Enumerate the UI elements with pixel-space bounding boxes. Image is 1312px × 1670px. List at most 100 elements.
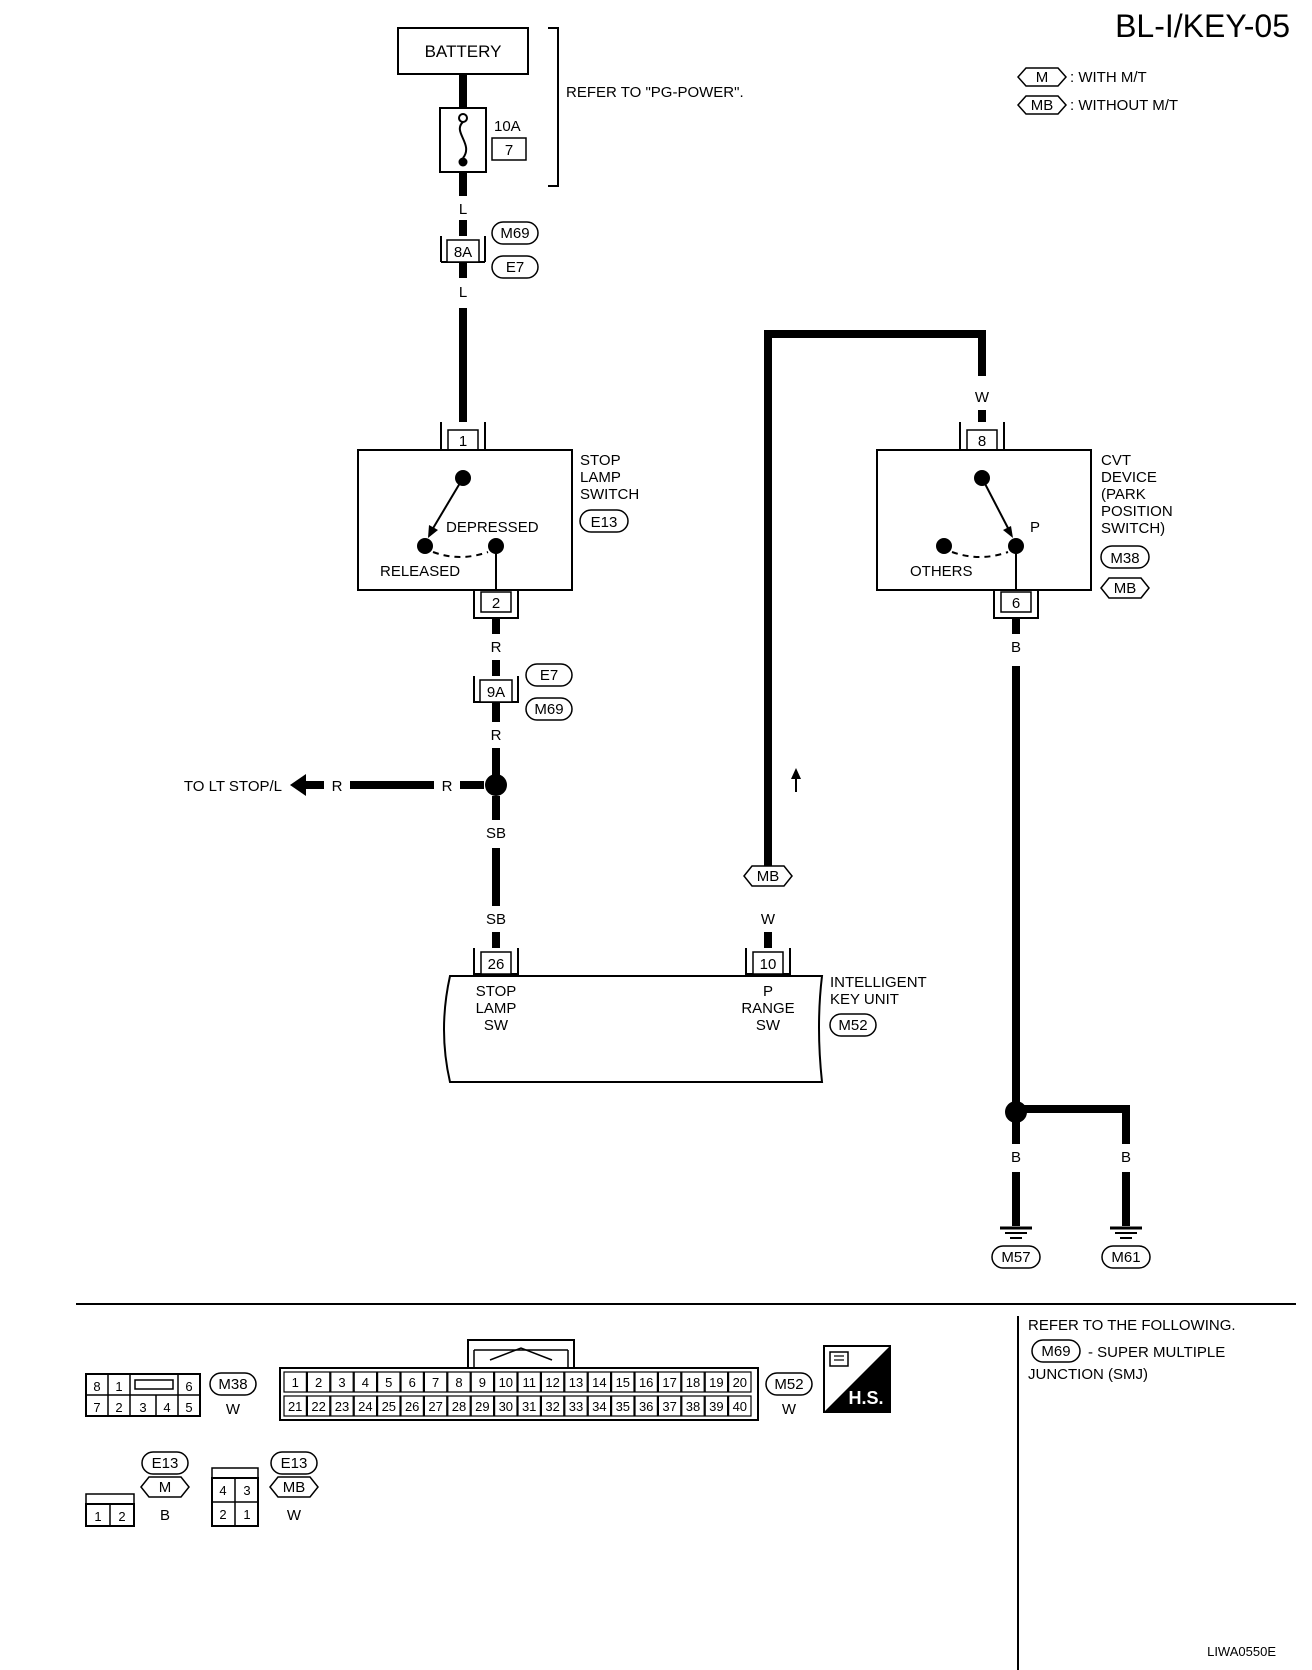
connector-e7-mid: E7 [540, 667, 558, 684]
fuse-rating: 10A [494, 118, 521, 135]
pin-cell [330, 1371, 354, 1393]
pin-cell [306, 1371, 331, 1393]
pin-cell [540, 1371, 565, 1393]
cvt-name-1: CVT [1101, 452, 1131, 469]
connector-m61: M61 [1111, 1249, 1140, 1266]
svg-text:2: 2 [118, 1509, 125, 1524]
splice-b [1005, 1101, 1027, 1123]
key-unit-name-2: KEY UNIT [830, 991, 899, 1008]
legend-mb-code: MB [1031, 97, 1054, 114]
connector-e13: E13 [591, 514, 618, 531]
pin-cell [540, 1395, 565, 1417]
refer-note-line2: - SUPER MULTIPLE [1088, 1344, 1225, 1361]
wire-color-w-2: W [761, 911, 776, 928]
legend-m-code: M [1036, 69, 1049, 86]
connector-view-m38-color: W [226, 1401, 241, 1418]
connector-view-m52-label: M52 [774, 1376, 803, 1393]
svg-text:1: 1 [243, 1507, 250, 1522]
depressed-label: DEPRESSED [446, 519, 539, 536]
pin-label: 17 [662, 1375, 676, 1390]
svg-text:RANGE: RANGE [741, 1000, 794, 1017]
pin-label: 29 [475, 1399, 489, 1414]
stop-lamp-switch-name-1: STOP [580, 452, 621, 469]
figure-id: LIWA0550E [1207, 1644, 1276, 1659]
svg-text:6: 6 [1012, 595, 1020, 612]
intelligent-key-unit: 26 10 STOP LAMP SW P RANGE SW [443, 948, 824, 1083]
wire-color-l-1: L [459, 201, 467, 218]
wire-color-sb-2: SB [486, 911, 506, 928]
svg-text:1: 1 [115, 1379, 122, 1394]
stop-lamp-switch-name-2: LAMP [580, 469, 621, 486]
cvt-others-label: OTHERS [910, 563, 973, 580]
connector-m69-mid: M69 [534, 701, 563, 718]
pin-label: 36 [639, 1399, 653, 1414]
pin-cell [587, 1395, 612, 1417]
connector-m69-top: M69 [500, 225, 529, 242]
pin-label: 33 [569, 1399, 583, 1414]
pin-cell [377, 1371, 401, 1393]
pin-cell [704, 1395, 729, 1417]
connector-m52: M52 [838, 1017, 867, 1034]
fuse-number: 7 [505, 142, 513, 159]
pin-cell [447, 1371, 471, 1393]
pin-label: 5 [385, 1375, 392, 1390]
pin-label: 12 [545, 1375, 559, 1390]
pin-cell [283, 1371, 307, 1393]
pin-label: 23 [335, 1399, 349, 1414]
cvt-mb-marker: MB [1114, 580, 1137, 597]
pin-cell [610, 1395, 635, 1417]
pin-cell [470, 1371, 495, 1393]
pin-label: 25 [382, 1399, 396, 1414]
connector-m57: M57 [1001, 1249, 1030, 1266]
pin-label: 2 [315, 1375, 322, 1390]
legend-mb-symbol [1016, 95, 1068, 115]
pin-label: 14 [592, 1375, 606, 1390]
fuse-icon [458, 121, 468, 159]
svg-text:8A: 8A [454, 244, 472, 261]
wire-color-w-1: W [975, 389, 990, 406]
pin-cell [610, 1371, 635, 1393]
connector-view-e13-m: 1 2 [85, 1493, 135, 1527]
connector-m38: M38 [1110, 550, 1139, 567]
svg-text:LAMP: LAMP [476, 1000, 517, 1017]
cvt-name-2: DEVICE [1101, 469, 1157, 486]
svg-text:7: 7 [93, 1400, 100, 1415]
ground-m57-icon [1000, 1226, 1032, 1239]
wire-color-r-2: R [491, 727, 502, 744]
pin-cell [494, 1395, 518, 1417]
to-lt-stop-label: TO LT STOP/L [184, 778, 282, 795]
pin-cell [283, 1395, 307, 1417]
pin-label: 3 [338, 1375, 345, 1390]
refer-note-line3: JUNCTION (SMJ) [1028, 1366, 1148, 1383]
connector-view-e13-mb: 4 3 2 1 [211, 1467, 259, 1527]
pin-label: 11 [522, 1375, 536, 1390]
pin-label: 34 [592, 1399, 606, 1414]
pin-label: 35 [616, 1399, 630, 1414]
connector-view-e13-m-label: E13 [152, 1455, 179, 1472]
pin-cell [353, 1395, 378, 1417]
refer-note-line1: REFER TO THE FOLLOWING. [1028, 1317, 1236, 1334]
svg-text:SW: SW [484, 1017, 509, 1034]
pin-label: 37 [662, 1399, 676, 1414]
pin-cell [587, 1371, 612, 1393]
svg-text:2: 2 [115, 1400, 122, 1415]
mb-marker: MB [757, 868, 780, 885]
pin-label: 19 [709, 1375, 723, 1390]
svg-text:5: 5 [185, 1400, 192, 1415]
pin-label: 15 [616, 1375, 630, 1390]
connector-e7-top: E7 [506, 259, 524, 276]
pin-label: 22 [311, 1399, 325, 1414]
pin-cell [704, 1371, 729, 1393]
pin-cell [400, 1371, 424, 1393]
arrow-left-icon [290, 774, 306, 796]
pin-label: 38 [686, 1399, 700, 1414]
pin-cell [400, 1395, 424, 1417]
pin-cell [634, 1395, 658, 1417]
splice-r [485, 774, 507, 796]
pin-cell [377, 1395, 401, 1417]
svg-text:3: 3 [243, 1483, 250, 1498]
pin-label: 4 [362, 1375, 369, 1390]
pin-cell [306, 1395, 331, 1417]
refer-note-code: M69 [1041, 1343, 1070, 1360]
